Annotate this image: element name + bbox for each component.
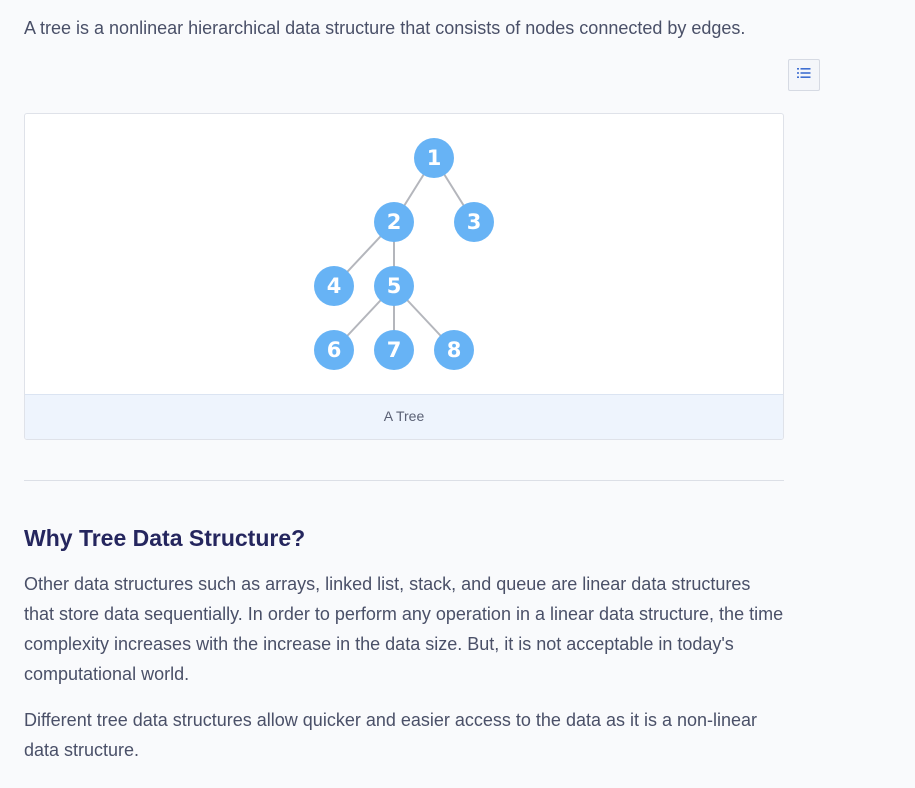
figure-caption: A Tree — [25, 394, 783, 439]
tree-node-2: 2 — [374, 202, 414, 242]
tree-node-label: 7 — [387, 338, 402, 362]
tree-node-circle — [374, 330, 414, 370]
tree-node-4: 4 — [314, 266, 354, 306]
tree-node-3: 3 — [454, 202, 494, 242]
section-paragraph-2: Different tree data structures allow qui… — [24, 710, 758, 760]
tree-node-label: 5 — [387, 274, 402, 298]
tree-node-5: 5 — [374, 266, 414, 306]
tree-node-circle — [374, 266, 414, 306]
tree-node-label: 1 — [427, 146, 442, 170]
tree-node-8: 8 — [434, 330, 474, 370]
tree-figure: 1 2 3 4 5 6 7 8 A Tree — [24, 113, 784, 440]
tree-node-circle — [434, 330, 474, 370]
tree-node-label: 3 — [467, 210, 482, 234]
section-divider — [24, 480, 784, 481]
section-heading: Why Tree Data Structure? — [24, 525, 306, 551]
tree-node-label: 2 — [387, 210, 402, 234]
table-of-contents-button[interactable] — [788, 59, 820, 91]
intro-paragraph: A tree is a nonlinear hierarchical data … — [24, 18, 746, 38]
tree-node-circle — [414, 138, 454, 178]
tree-node-label: 4 — [327, 274, 342, 298]
section-paragraph-1: Other data structures such as arrays, li… — [24, 574, 784, 684]
tree-node-6: 6 — [314, 330, 354, 370]
tree-node-7: 7 — [374, 330, 414, 370]
tree-node-circle — [374, 202, 414, 242]
tree-node-label: 6 — [327, 338, 342, 362]
tree-node-1: 1 — [414, 138, 454, 178]
tree-node-circle — [314, 330, 354, 370]
tree-node-circle — [454, 202, 494, 242]
tree-diagram: 1 2 3 4 5 6 7 8 — [314, 138, 494, 370]
tree-node-label: 8 — [447, 338, 462, 362]
tree-node-circle — [314, 266, 354, 306]
list-icon — [797, 66, 811, 84]
